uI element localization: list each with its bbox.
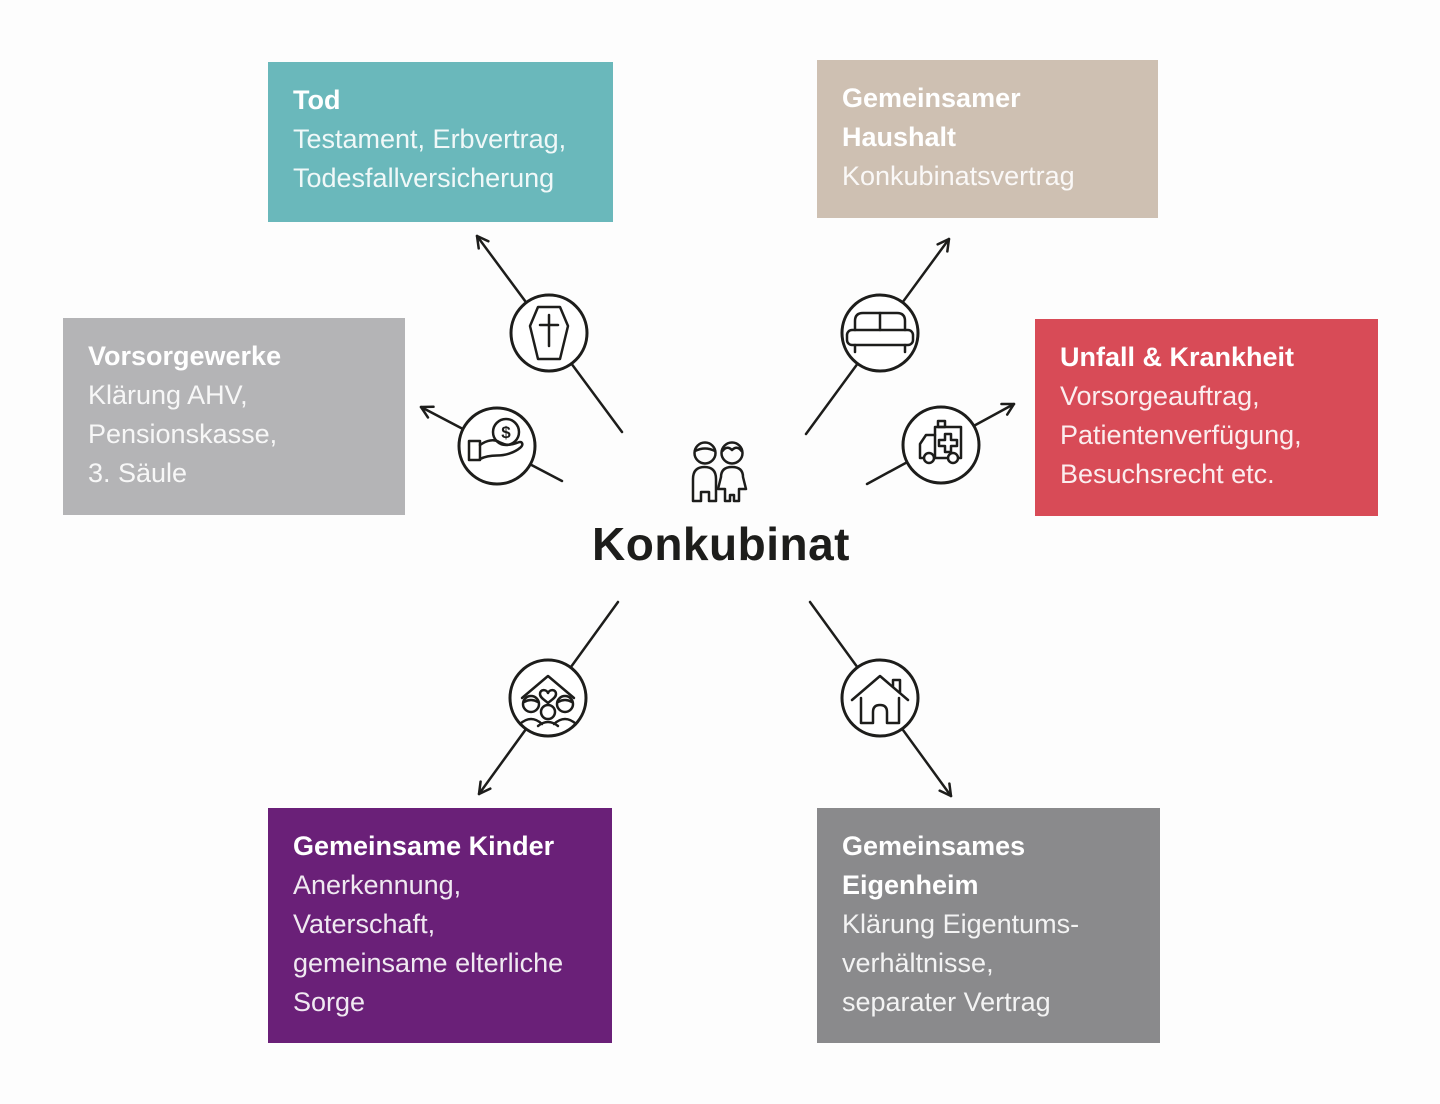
box-vorsorgewerke-title: Vorsorgewerke: [88, 341, 282, 371]
box-gemeinsames-eigenheim-body: Klärung Eigentums-verhältnisse,separater…: [842, 909, 1080, 1017]
connector-lines: [419, 234, 1016, 798]
icon-circle: [457, 406, 537, 486]
box-tod: Tod Testament, Erbvertrag,Todesfallversi…: [268, 62, 613, 222]
icon-circle: [840, 293, 920, 373]
coffin-icon: [509, 293, 589, 373]
box-vorsorgewerke: Vorsorgewerke Klärung AHV,Pensionskasse,…: [63, 318, 405, 515]
box-unfall-krankheit-title: Unfall & Krankheit: [1060, 342, 1295, 372]
money-hand-icon: $: [457, 406, 537, 486]
diagram-title: Konkubinat: [592, 518, 850, 570]
box-gemeinsame-kinder: Gemeinsame Kinder Anerkennung,Vaterschaf…: [268, 808, 612, 1043]
box-unfall-krankheit: Unfall & Krankheit Vorsorgeauftrag,Patie…: [1035, 319, 1378, 516]
couple-icon: [691, 441, 748, 503]
dollar-glyph: $: [501, 423, 511, 442]
box-gemeinsame-kinder-title: Gemeinsame Kinder: [293, 831, 555, 861]
box-vorsorgewerke-body: Klärung AHV,Pensionskasse,3. Säule: [88, 380, 278, 488]
family-icon: [508, 658, 588, 738]
box-gemeinsame-kinder-body: Anerkennung,Vaterschaft,gemeinsame elter…: [293, 870, 564, 1017]
box-tod-title: Tod: [293, 85, 341, 115]
icon-circle: [508, 658, 588, 738]
sofa-icon: [840, 293, 920, 373]
box-tod-body: Testament, Erbvertrag,Todesfallversicher…: [293, 124, 567, 193]
box-unfall-krankheit-body: Vorsorgeauftrag,Patientenverfügung,Besuc…: [1060, 381, 1302, 489]
house-icon: [840, 658, 920, 738]
box-gemeinsamer-haushalt-body: Konkubinatsvertrag: [842, 161, 1075, 191]
ambulance-icon: [901, 405, 981, 485]
